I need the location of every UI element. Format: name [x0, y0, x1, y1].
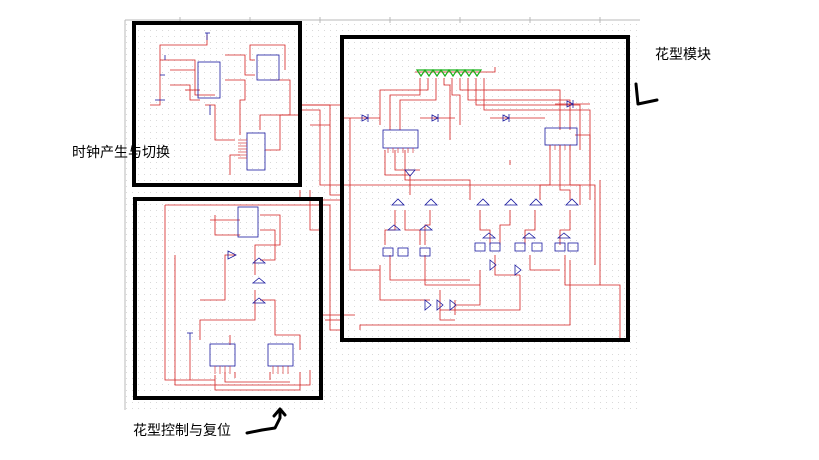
- arrow-to-pattern-module-icon: [634, 82, 659, 106]
- clock-section-frame: [132, 21, 302, 187]
- pattern-module-section-frame: [340, 35, 630, 342]
- clock-circuit: [150, 32, 340, 175]
- pattern-module-circuit: [299, 67, 621, 340]
- schematic-sheet: [124, 17, 640, 410]
- pattern-control-label: 花型控制与复位: [133, 423, 231, 439]
- arrow-to-pattern-control-icon: [245, 407, 287, 435]
- pattern-control-section-frame: [133, 197, 323, 400]
- clock-section-label: 时钟产生与切换: [72, 145, 170, 161]
- pattern-module-label: 花型模块: [655, 47, 711, 63]
- pattern-control-circuit: [164, 190, 340, 391]
